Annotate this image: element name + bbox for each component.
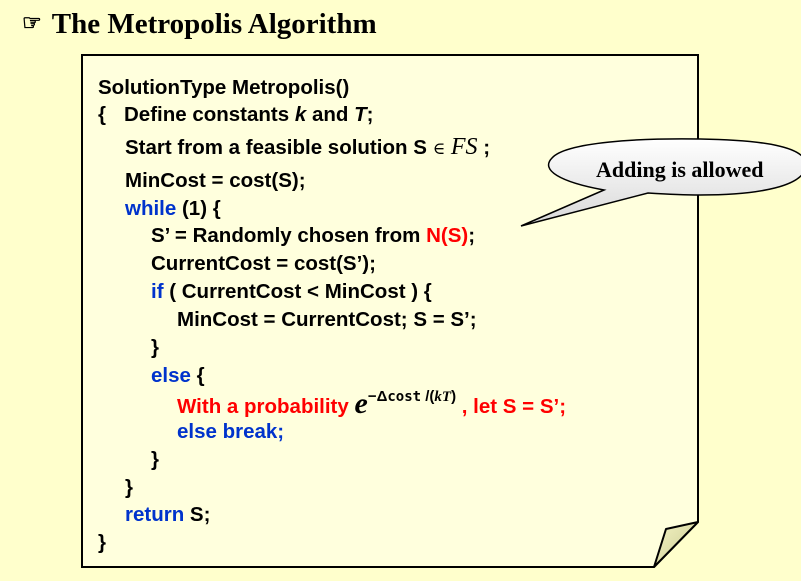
code-line-if: if ( CurrentCost < MinCost ) { (151, 280, 432, 303)
slide-title-text: The Metropolis Algorithm (51, 8, 377, 40)
keyword-if: if (151, 280, 164, 303)
exponent-base: e (354, 387, 368, 420)
pointing-hand-icon: ☞ (22, 10, 42, 35)
neighborhood-highlight: N(S) (426, 224, 469, 247)
code-line-currentcost: CurrentCost = cost(S’); (151, 252, 376, 275)
code-line-define: {Define constants k and T; (98, 103, 374, 126)
keyword-else: else (151, 364, 191, 387)
code-line-signature: SolutionType Metropolis() (98, 76, 350, 99)
code-line-close-else: } (151, 448, 159, 471)
code-line-update: MinCost = CurrentCost; S = S’; (177, 308, 477, 331)
code-line-close-while: } (125, 476, 133, 499)
code-line-else: else { (151, 364, 205, 387)
code-line-break: else break; (177, 420, 285, 443)
code-line-while: while (1) { (125, 197, 221, 220)
code-line-mincost: MinCost = cost(S); (125, 169, 306, 192)
folded-corner (653, 521, 699, 568)
keyword-return: return (125, 503, 185, 526)
code-line-close-function: } (98, 531, 106, 554)
code-line-start: Start from a feasible solution S ∈ FS ; (125, 134, 491, 160)
callout-bubble (520, 138, 801, 227)
feasible-set-symbol: FS (450, 134, 478, 160)
element-of-symbol: ∈ (432, 139, 446, 159)
code-line-random: S’ = Randomly chosen from N(S); (151, 224, 476, 247)
slide-title: ☞ The Metropolis Algorithm (22, 8, 377, 41)
callout-text: Adding is allowed (596, 157, 764, 182)
exponent-formula: −Δcost /(kT) (367, 388, 457, 405)
code-line-close-if: } (151, 336, 159, 359)
code-line-return: return S; (125, 503, 211, 526)
keyword-while: while (125, 197, 177, 220)
code-line-probability: With a probability e−Δcost /(kT) , let S… (177, 387, 567, 420)
